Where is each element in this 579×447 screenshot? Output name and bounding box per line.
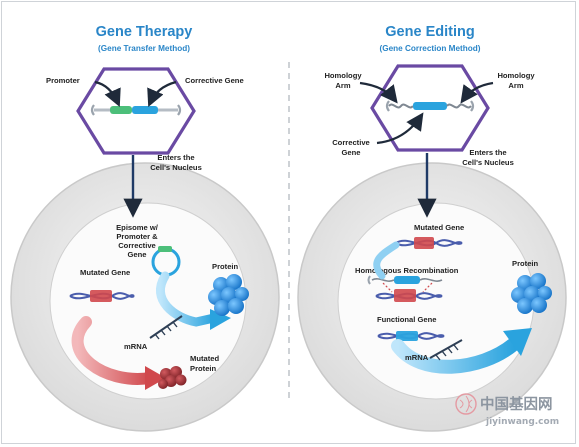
corrective-right-label-1: Corrective <box>332 138 370 147</box>
left-nucleus <box>49 202 247 400</box>
mutated-protein-cluster <box>158 366 187 389</box>
left-mrna-label: mRNA <box>124 342 148 351</box>
promoter-label: Promoter <box>46 76 80 85</box>
right-protein-cluster <box>511 273 552 314</box>
right-mrna <box>429 339 463 361</box>
corrective-gene-arrow <box>147 80 177 108</box>
corrective-gene-label: Corrective Gene <box>185 76 244 85</box>
left-subtitle: (Gene Transfer Method) <box>98 44 190 53</box>
right-panel-gene-editing: Gene Editing (Gene Correction Method) Ho… <box>297 24 567 432</box>
left-vector-dna <box>90 104 182 116</box>
watermark-url: jiyinwang.com <box>485 417 559 427</box>
left-mrna <box>149 315 183 340</box>
right-enters-label-2: Cell's Nucleus <box>462 158 514 167</box>
right-mutated-gene-dna <box>395 237 463 249</box>
functional-gene-dna <box>377 331 445 341</box>
corrective-arrowhead <box>210 309 231 330</box>
corrective-right-label-2: Gene <box>342 148 361 157</box>
watermark-logo-icon <box>455 393 477 415</box>
svg-text:Corrective: Corrective <box>118 241 156 250</box>
left-panel-gene-therapy: Gene Therapy (Gene Transfer Method) Prom… <box>10 24 280 432</box>
episome-promoter <box>158 246 172 252</box>
homologous-recombination-label: Homologous Recombination <box>355 266 459 275</box>
right-enters-label-1: Enters the <box>469 148 506 157</box>
mutated-arrowhead <box>145 366 166 390</box>
left-title: Gene Therapy <box>96 24 193 40</box>
homology-right-label-1: Homology <box>497 71 535 80</box>
right-expression-arrow <box>391 337 521 374</box>
right-protein-label: Protein <box>512 259 539 268</box>
enters-label-2: Cell's Nucleus <box>150 163 202 172</box>
homology-right-label-2: Arm <box>508 81 523 90</box>
left-protein-label: Protein <box>212 262 239 271</box>
right-title: Gene Editing <box>385 24 474 40</box>
recombination-dna <box>367 275 443 302</box>
right-subtitle: (Gene Correction Method) <box>380 44 481 53</box>
svg-text:Promoter &: Promoter & <box>116 232 158 241</box>
left-mutated-gene-dna <box>69 290 135 302</box>
mutated-protein-label-2: Protein <box>190 364 217 373</box>
right-process-arrow <box>373 241 400 280</box>
homology-left-label-2: Arm <box>335 81 350 90</box>
svg-text:Episome w/: Episome w/ <box>116 223 159 232</box>
functional-gene-label: Functional Gene <box>377 315 437 324</box>
homology-arm-right-arrow <box>460 81 494 104</box>
right-mutated-gene-label: Mutated Gene <box>414 223 464 232</box>
homology-left-label-1: Homology <box>324 71 362 80</box>
mutated-expression-arrow <box>71 316 156 385</box>
episome-label: Episome w/ Promoter & Corrective Gene <box>116 223 159 259</box>
right-expression-arrowhead <box>503 328 532 356</box>
watermark: 中国基因网 jiyinwang.com <box>455 393 559 427</box>
mutated-protein-label-1: Mutated <box>190 354 219 363</box>
right-mrna-label: mRNA <box>405 353 429 362</box>
promoter-arrow <box>94 80 121 108</box>
left-protein-cluster <box>208 274 249 316</box>
corrective-expression-arrow <box>155 271 219 327</box>
homology-arm-left-arrow <box>359 81 398 104</box>
corrective-gene-right-arrow <box>376 112 424 145</box>
svg-text:Gene: Gene <box>128 250 147 259</box>
left-mutated-gene-label: Mutated Gene <box>80 268 130 277</box>
watermark-cn: 中国基因网 <box>480 395 553 413</box>
enters-label-1: Enters the <box>157 153 194 162</box>
